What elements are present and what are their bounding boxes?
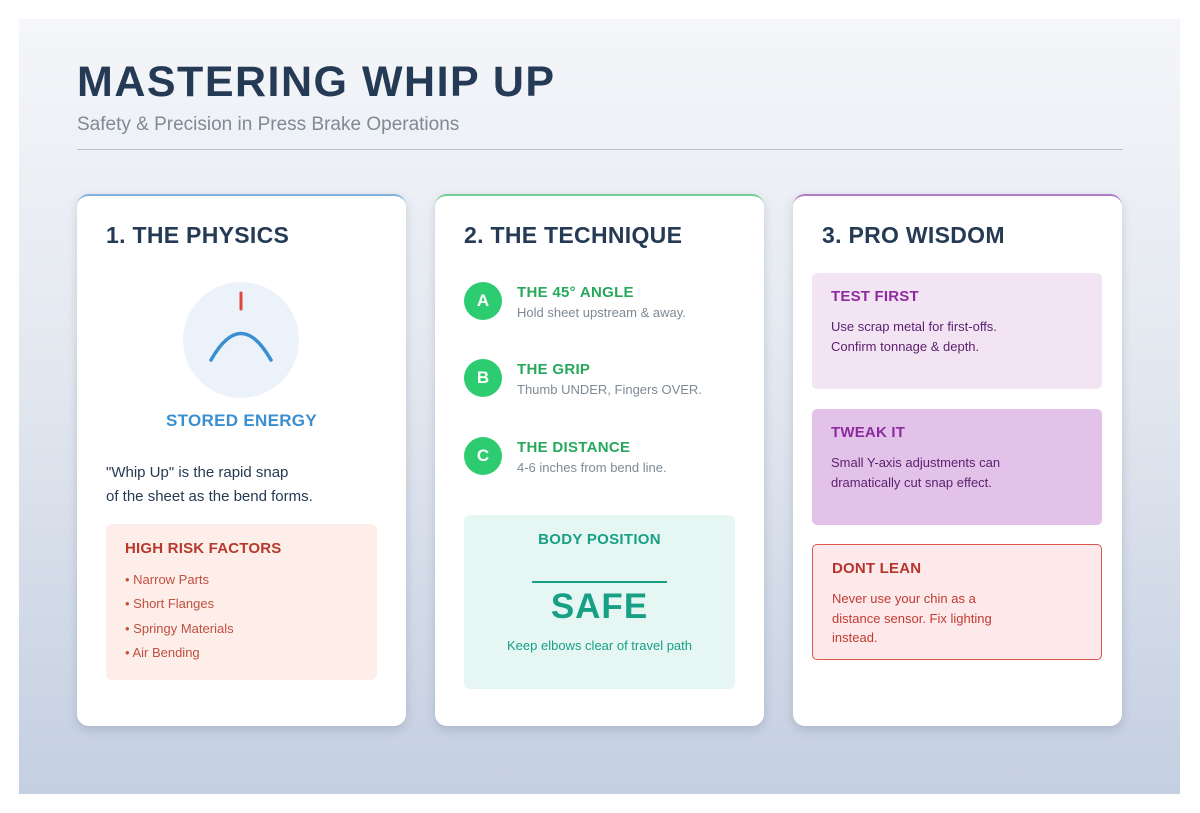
infographic-canvas: MASTERING WHIP UP Safety & Precision in … (19, 19, 1180, 794)
step-description: Hold sheet upstream & away. (517, 305, 686, 320)
wisdom-title: TWEAK IT (831, 424, 906, 441)
wisdom-title: DONT LEAN (832, 560, 922, 577)
body-position-note: Keep elbows clear of travel path (507, 638, 692, 653)
risk-title: HIGH RISK FACTORS (125, 540, 282, 557)
risk-list: • Narrow Parts • Short Flanges • Springy… (125, 568, 234, 665)
body-position-status: SAFE (550, 587, 649, 626)
stored-energy-arc-icon (183, 282, 299, 398)
wisdom-text: Never use your chin as a distance sensor… (832, 589, 1032, 648)
technique-step-a: A THE 45° ANGLE Hold sheet upstream & aw… (464, 282, 744, 326)
wisdom-line: instead. (832, 630, 878, 645)
wisdom-dont-lean: DONT LEAN Never use your chin as a dista… (812, 544, 1102, 660)
description-line: of the sheet as the bend forms. (106, 488, 313, 505)
list-item: • Springy Materials (125, 620, 234, 636)
step-description: Thumb UNDER, Fingers OVER. (517, 382, 702, 397)
body-position-box: BODY POSITION SAFE Keep elbows clear of … (464, 515, 735, 689)
wisdom-line: Use scrap metal for first-offs. (831, 319, 997, 334)
list-item: • Short Flanges (125, 596, 215, 612)
wisdom-title: TEST FIRST (831, 288, 919, 305)
wisdom-line: Never use your chin as a (832, 591, 976, 606)
step-badge: B (464, 359, 502, 397)
step-title: THE DISTANCE (517, 439, 631, 456)
wisdom-test-first: TEST FIRST Use scrap metal for first-off… (812, 273, 1102, 389)
pro-wisdom-card: 3. PRO WISDOM TEST FIRST Use scrap metal… (793, 194, 1122, 726)
physics-card: 1. THE PHYSICS STORED ENERGY "Whip Up" i… (77, 194, 406, 726)
technique-step-b: B THE GRIP Thumb UNDER, Fingers OVER. (464, 359, 744, 403)
pro-wisdom-card-title: 3. PRO WISDOM (822, 222, 1005, 248)
page-title: MASTERING WHIP UP (77, 58, 556, 106)
wisdom-tweak-it: TWEAK IT Small Y-axis adjustments can dr… (812, 409, 1102, 525)
wisdom-line: distance sensor. Fix lighting (832, 610, 992, 626)
wisdom-line: Confirm tonnage & depth. (831, 338, 980, 354)
technique-card-title: 2. THE TECHNIQUE (464, 222, 683, 248)
wisdom-text: Small Y-axis adjustments can dramaticall… (831, 453, 1031, 492)
step-title: THE GRIP (517, 361, 591, 378)
step-description: 4-6 inches from bend line. (517, 460, 667, 475)
step-badge: C (464, 437, 502, 475)
page-subtitle: Safety & Precision in Press Brake Operat… (77, 114, 460, 135)
technique-card: 2. THE TECHNIQUE A THE 45° ANGLE Hold sh… (435, 194, 764, 726)
body-position-title: BODY POSITION (538, 531, 661, 548)
description-line: "Whip Up" is the rapid snap (106, 464, 289, 481)
physics-card-title: 1. THE PHYSICS (106, 222, 290, 248)
list-item: • Air Bending (125, 644, 200, 660)
wisdom-line: dramatically cut snap effect. (831, 474, 992, 490)
stored-energy-label: STORED ENERGY (166, 411, 317, 430)
body-position-rule (532, 581, 667, 583)
high-risk-factors-box: HIGH RISK FACTORS • Narrow Parts • Short… (106, 524, 377, 680)
list-item: • Narrow Parts (125, 572, 210, 587)
whip-up-description: "Whip Up" is the rapid snap of the sheet… (106, 461, 366, 509)
technique-step-c: C THE DISTANCE 4-6 inches from bend line… (464, 437, 744, 481)
wisdom-text: Use scrap metal for first-offs. Confirm … (831, 317, 1031, 356)
step-badge: A (464, 282, 502, 320)
step-title: THE 45° ANGLE (517, 284, 634, 301)
wisdom-line: Small Y-axis adjustments can (831, 455, 1001, 470)
header: MASTERING WHIP UP Safety & Precision in … (77, 57, 1123, 150)
header-divider (77, 149, 1123, 150)
